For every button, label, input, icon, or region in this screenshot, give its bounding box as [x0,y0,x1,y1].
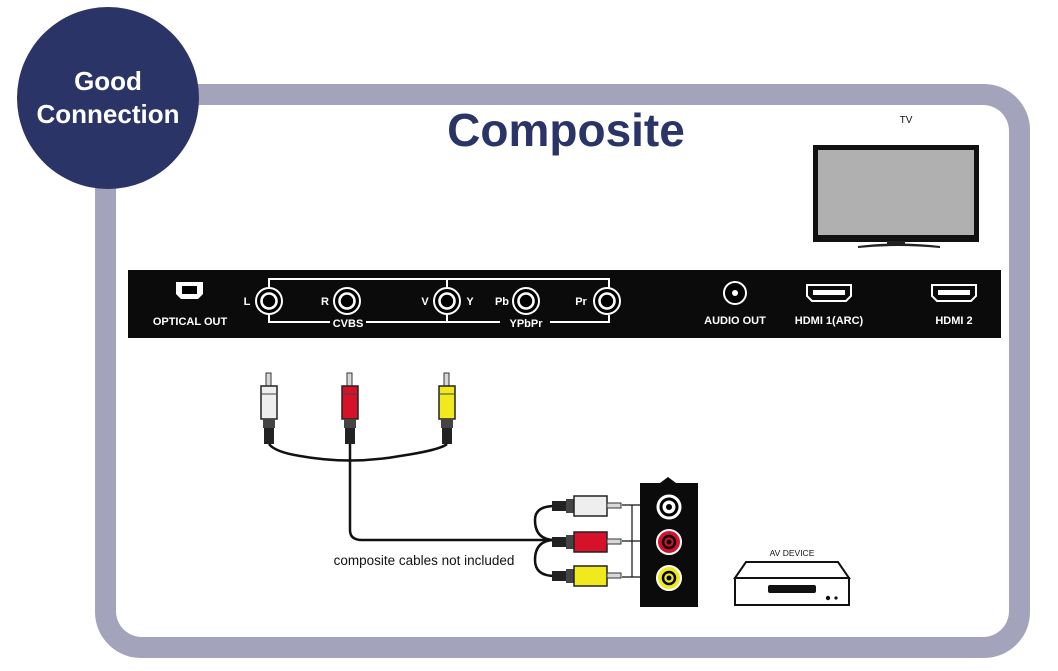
tv-label: TV [900,115,913,126]
rca-plug-white-top [260,372,278,444]
av-device-label: AV DEVICE [770,548,815,558]
hdmi-1-port [806,284,852,302]
jack-r-label: R [321,296,329,308]
hdmi-2-label: HDMI 2 [935,315,972,327]
av-jack-white [656,494,682,520]
optical-out-port [176,282,203,299]
hdmi-1-label: HDMI 1(ARC) [795,315,864,327]
cvbs-label: CVBS [333,318,364,330]
jack-l-label: L [244,296,251,308]
rca-plug-red-top [341,372,359,444]
tv-icon [813,145,979,248]
jack-v-label: V [421,296,429,308]
rca-plug-white-bottom [552,495,622,517]
badge-line2: Connection [36,99,180,129]
av-jack-red [656,529,682,555]
rca-plug-red-bottom [552,531,622,553]
audio-out-port [723,281,747,305]
optical-out-label: OPTICAL OUT [153,316,228,328]
badge-line1: Good [74,66,142,96]
av-jack-block [640,477,698,607]
jack-pb-label: Pb [495,296,509,308]
tv-input-panel: OPTICAL OUT L R V Y Pb Pr CVBS YPbPr AUD… [128,270,1001,338]
av-jack-yellow [656,565,682,591]
jack-l [254,286,284,316]
good-connection-badge: Good Connection [17,7,199,189]
av-device-icon [733,561,851,606]
jack-pb [511,286,541,316]
jack-r [332,286,362,316]
rca-plug-yellow-top [438,372,456,444]
ypbpr-label: YPbPr [509,318,543,330]
jack-y-label: Y [466,296,474,308]
audio-out-label: AUDIO OUT [704,315,766,327]
cable-note: composite cables not included [334,553,515,568]
jack-pr-label: Pr [575,296,587,308]
jack-v-y [432,286,462,316]
rca-plug-yellow-bottom [552,565,622,587]
jack-pr [592,286,622,316]
composite-cable [268,442,556,578]
hdmi-2-port [931,284,977,302]
page-title: Composite [447,104,685,156]
